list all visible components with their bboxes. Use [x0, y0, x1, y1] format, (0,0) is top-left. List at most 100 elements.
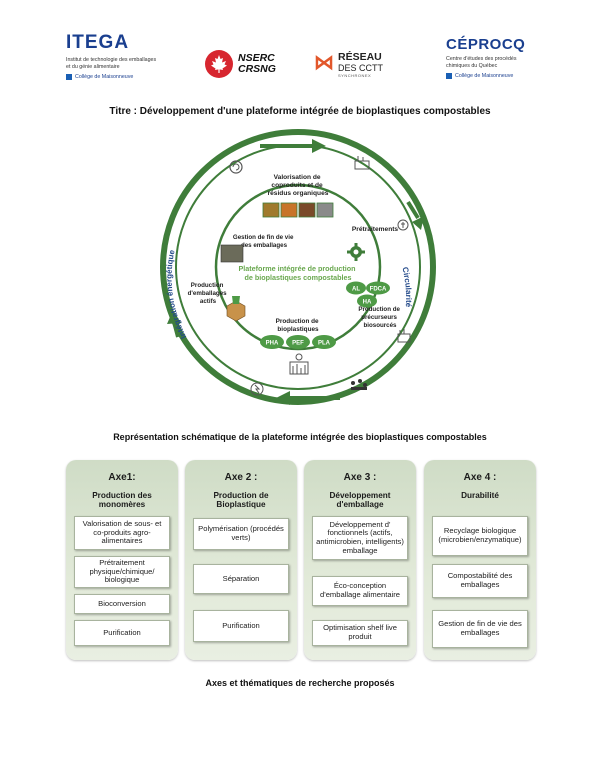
axis-3-item: Optimisation shelf live produit [312, 620, 408, 646]
recycle-icon [229, 160, 243, 174]
axis-1-item: Bioconversion [74, 594, 170, 614]
svg-text:Production d'emballages: Production d'emballages actifs [188, 282, 229, 305]
plant-icon [289, 353, 309, 375]
axis-4-item: Gestion de fin de vie des emballages [432, 610, 528, 648]
pill-ha: HA [357, 294, 377, 308]
ceprocq-wordmark: CÉPROCQ [446, 36, 526, 53]
axis-1-item: Valorisation de sous- et co-produits agr… [74, 516, 170, 550]
ceprocq-line1: Centre d'études des procédés [446, 56, 517, 62]
axis-3-title: Axe 3 : [343, 472, 377, 483]
axis-1-subtitle: Production des monomères [92, 491, 152, 509]
bio-icon [397, 219, 409, 231]
reseau-cctt-logo: ⋈ RÉSEAU DES CCTT SYNCHRONEX [314, 52, 404, 79]
axis-3-item: Développement d' fonctionnels (actifs, a… [312, 516, 408, 560]
reseau-line2: DES CCTT [338, 63, 383, 73]
valorisation-line1: Valorisation de [274, 174, 321, 181]
pill-pla: PLA [312, 335, 336, 349]
emballages-line3: actifs [200, 298, 217, 305]
node-pretraitements: Prétraitements [347, 226, 398, 261]
ceprocq-logo: CÉPROCQ Centre d'études des procédés chi… [446, 36, 556, 79]
nserc-logo: NSERC CRSNG [205, 50, 285, 78]
page-title: Titre : Développement d'une plateforme i… [109, 106, 491, 117]
gas-icon [397, 329, 411, 343]
svg-text:Gestion de fin de vie de: Gestion de fin de vie des emballages [233, 234, 295, 249]
valorisation-line2: coproduits et de [271, 182, 323, 189]
axis-3-item: Éco-conception d'emballage alimentaire [312, 576, 408, 606]
arc-label-right-text: Circularité [400, 266, 413, 308]
itega-line1: Institut de technologie des emballages [66, 57, 157, 63]
logo-row: ITEGA Institut de technologie des emball… [0, 32, 600, 94]
axis-1-item: Prétraitement physique/chimique/ biologi… [74, 556, 170, 588]
axis-1: Axe1: Production des monomères Valorisat… [66, 460, 178, 660]
svg-text:Valorisation de coprodui: Valorisation de coproduits et de résidus… [268, 174, 329, 197]
gestion-line2: des emballages [241, 242, 288, 249]
college-icon [446, 73, 452, 79]
node-valorisation: Valorisation de coproduits et de résidus… [262, 174, 334, 218]
axis-1-title: Axe1: [108, 472, 136, 483]
valorisation-line3: résidus organiques [268, 190, 329, 197]
node-bioplastiques: Production de bioplastiques [276, 318, 321, 333]
outer-ring [160, 129, 436, 405]
pill-pha: PHA [260, 335, 284, 349]
svg-text:Production de bioplastiq: Production de bioplastiques [276, 318, 321, 333]
nserc-text: NSERC CRSNG [238, 53, 276, 75]
reseau-text: RÉSEAU DES CCTT SYNCHRONEX [338, 52, 383, 79]
pill-al-label: AL [352, 287, 360, 293]
node-emballages: Production d'emballages actifs [188, 282, 246, 322]
axis-2-item: Séparation [193, 564, 289, 594]
center-line2: de bioplastiques compostables [244, 273, 351, 282]
reseau-mark-icon: ⋈ [314, 52, 334, 74]
research-axes: Axe1: Production des monomères Valorisat… [66, 460, 536, 660]
ceprocq-college-label: Collège de Maisonneuve [455, 73, 514, 79]
arc-label-right: Circularité [400, 266, 413, 308]
residues-images [262, 202, 334, 218]
energy-icon [250, 382, 264, 396]
emballages-line1: Production [191, 282, 224, 289]
itega-subtitle: Institut de technologie des emballages e… [66, 57, 196, 71]
pill-ha-label: HA [363, 300, 372, 306]
axis-4-title: Axe 4 : [463, 472, 497, 483]
itega-line2: et du génie alimentaire [66, 64, 120, 70]
package-icon [226, 296, 246, 322]
ceprocq-subtitle: Centre d'études des procédés chimiques d… [446, 56, 556, 70]
axis-2-title: Axe 2 : [224, 472, 258, 483]
itega-college: Collège de Maisonneuve [66, 74, 196, 80]
axis-1-item: Purification [74, 620, 170, 646]
bioplastiques-line2: bioplastiques [277, 326, 319, 333]
axis-2: Axe 2 : Production de Bioplastique Polym… [185, 460, 297, 660]
pill-pla-label: PLA [318, 341, 331, 347]
precurseurs-line1: Production de [358, 306, 400, 313]
pill-pha-label: PHA [266, 341, 279, 347]
college-icon [66, 74, 72, 80]
itega-college-label: Collège de Maisonneuve [75, 74, 134, 80]
pill-al: AL [346, 281, 366, 295]
waste-image [220, 244, 244, 263]
gear-icon [347, 243, 365, 261]
factory-icon [354, 156, 370, 170]
itega-logo: ITEGA Institut de technologie des emball… [66, 32, 196, 80]
platform-diagram: Intégration énergétique Circularité Valo… [160, 129, 436, 405]
diagram-caption: Représentation schématique de la platefo… [113, 432, 487, 442]
center-line1: Plateforme intégrée de production [238, 264, 355, 273]
center-title: Plateforme intégrée de production de bio… [238, 264, 357, 282]
axis-2-item: Purification [193, 610, 289, 642]
pretraitements-label: Prétraitements [352, 226, 399, 233]
bioplastiques-line1: Production de [276, 318, 319, 325]
axis-2-subtitle: Production de Bioplastique [213, 491, 269, 509]
arrow-bottom-left-icon [276, 391, 340, 405]
axis-4-item: Recyclage biologique (microbien/enzymati… [432, 516, 528, 556]
itega-wordmark: ITEGA [66, 32, 130, 53]
pill-fdca: FDCA [366, 281, 390, 295]
axis-2-item: Polymérisation (procédés verts) [193, 518, 289, 550]
precurseurs-line2: précurseurs [361, 314, 397, 321]
axis-4: Axe 4 : Durabilité Recyclage biologique … [424, 460, 536, 660]
pill-pef: PEF [286, 335, 310, 349]
reseau-line3: SYNCHRONEX [338, 73, 372, 78]
arrow-right-down-icon [406, 200, 424, 230]
axis-3: Axe 3 : Développement d'emballage Dévelo… [304, 460, 416, 660]
node-gestion: Gestion de fin de vie des emballages [220, 234, 295, 263]
nserc-line1: NSERC [238, 52, 275, 64]
gestion-line1: Gestion de fin de vie [233, 234, 294, 241]
axis-4-item: Compostabilité des emballages [432, 564, 528, 598]
pill-fdca-label: FDCA [370, 287, 387, 293]
